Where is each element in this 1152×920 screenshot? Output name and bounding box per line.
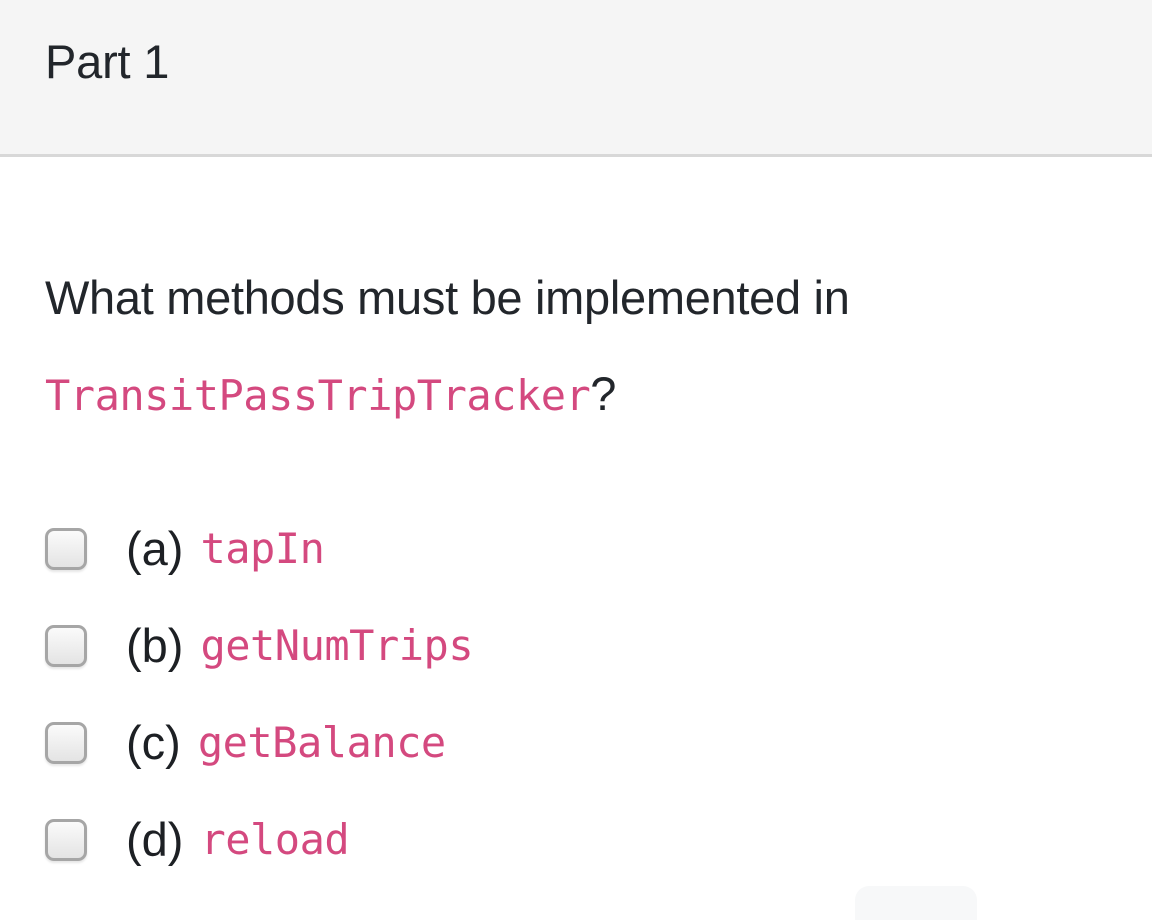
question-text: What methods must be implemented in Tran…	[45, 250, 1125, 444]
question-code-identifier: TransitPassTripTracker	[45, 371, 591, 420]
option-code-b: getNumTrips	[200, 620, 474, 670]
option-marker-d: (d)	[126, 813, 184, 866]
option-code-d: reload	[200, 814, 350, 864]
option-code-c: getBalance	[197, 717, 446, 767]
checkbox-option-d[interactable]	[45, 818, 87, 861]
page-title: Part 1	[45, 35, 170, 88]
option-row-b[interactable]: (b) getNumTrips	[45, 597, 1125, 694]
option-row-c[interactable]: (c) getBalance	[45, 694, 1125, 791]
option-code-a: tapIn	[200, 523, 325, 573]
checkbox-option-b[interactable]	[45, 624, 87, 667]
question-suffix: ?	[590, 367, 617, 420]
checkbox-option-a[interactable]	[45, 527, 87, 570]
checkbox-option-c[interactable]	[45, 721, 87, 764]
question-prefix: What methods must be implemented in	[45, 271, 850, 324]
option-marker-c: (c)	[126, 716, 181, 769]
option-row-a[interactable]: (a) tapIn	[45, 500, 1125, 597]
options-list: (a) tapIn (b) getNumTrips (c) getBalance…	[45, 500, 1125, 888]
submit-button[interactable]	[855, 886, 977, 920]
question-block: What methods must be implemented in Tran…	[45, 250, 1125, 444]
option-marker-a: (a)	[126, 522, 184, 575]
option-marker-b: (b)	[126, 619, 184, 672]
part-header: Part 1	[0, 0, 1152, 157]
option-row-d[interactable]: (d) reload	[45, 791, 1125, 888]
